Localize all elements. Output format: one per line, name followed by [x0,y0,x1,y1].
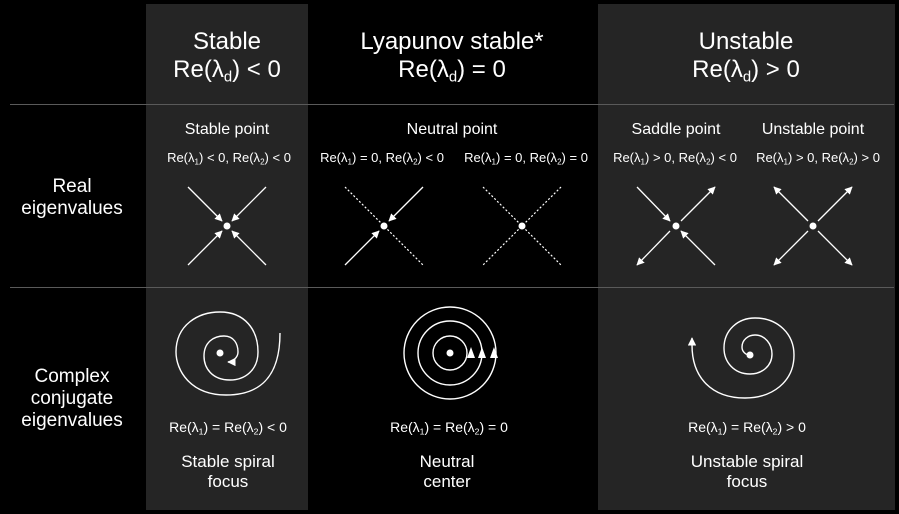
stable-spiral-node [175,311,281,396]
neutral-center-name: Neutral center [419,452,475,491]
header-stable-title: Stable [192,28,262,55]
saddle-point-title: Saddle point [631,121,721,138]
header-unstable-title: Unstable [698,28,794,55]
stable-column-bg [146,4,308,510]
header-stable: Stable Re(λd) < 0 [173,28,281,86]
header-unstable-condition: Re(λd) > 0 [692,55,800,86]
stable-spiral-condition: Re(λ1) = Re(λ2) < 0 [169,419,287,437]
unstable-point-condition: Re(λ1) > 0, Re(λ2) > 0 [756,150,880,167]
stable-point-title: Stable point [184,121,270,138]
neutral-center-condition: Re(λ1) = Re(λ2) = 0 [390,419,508,437]
unstable-spiral-name: Unstable spiral focus [690,452,804,491]
stable-point-node [187,186,267,266]
row-label-complex: Complex conjugate eigenvalues [21,366,123,431]
neutral-center-node [403,306,498,400]
row-divider [10,287,894,288]
neutral-point-title: Neutral point [406,121,498,138]
unstable-point-node [773,186,853,266]
saddle-point-node [636,186,716,266]
saddle-point-condition: Re(λ1) > 0, Re(λ2) < 0 [613,150,737,167]
unstable-column-bg [598,4,895,510]
stable-spiral-name: Stable spiral focus [181,452,275,491]
header-unstable: Unstable Re(λd) > 0 [692,28,800,86]
neutral-point-b-node [482,186,562,266]
unstable-point-title: Unstable point [761,121,865,138]
unstable-spiral-node [687,317,795,399]
neutral-point-a-node [344,186,424,266]
unstable-spiral-condition: Re(λ1) = Re(λ2) > 0 [688,419,806,437]
neutral-point-condition-a: Re(λ1) = 0, Re(λ2) < 0 [320,150,444,167]
header-lyapunov-condition: Re(λd) = 0 [398,55,506,86]
header-lyapunov-title: Lyapunov stable* [360,28,544,55]
row-label-real: Real eigenvalues [21,176,123,219]
header-lyapunov: Lyapunov stable* Re(λd) = 0 [360,28,544,86]
header-divider [10,104,894,105]
neutral-point-condition-b: Re(λ1) = 0, Re(λ2) = 0 [464,150,588,167]
stable-point-condition: Re(λ1) < 0, Re(λ2) < 0 [167,150,291,167]
header-stable-condition: Re(λd) < 0 [173,55,281,86]
